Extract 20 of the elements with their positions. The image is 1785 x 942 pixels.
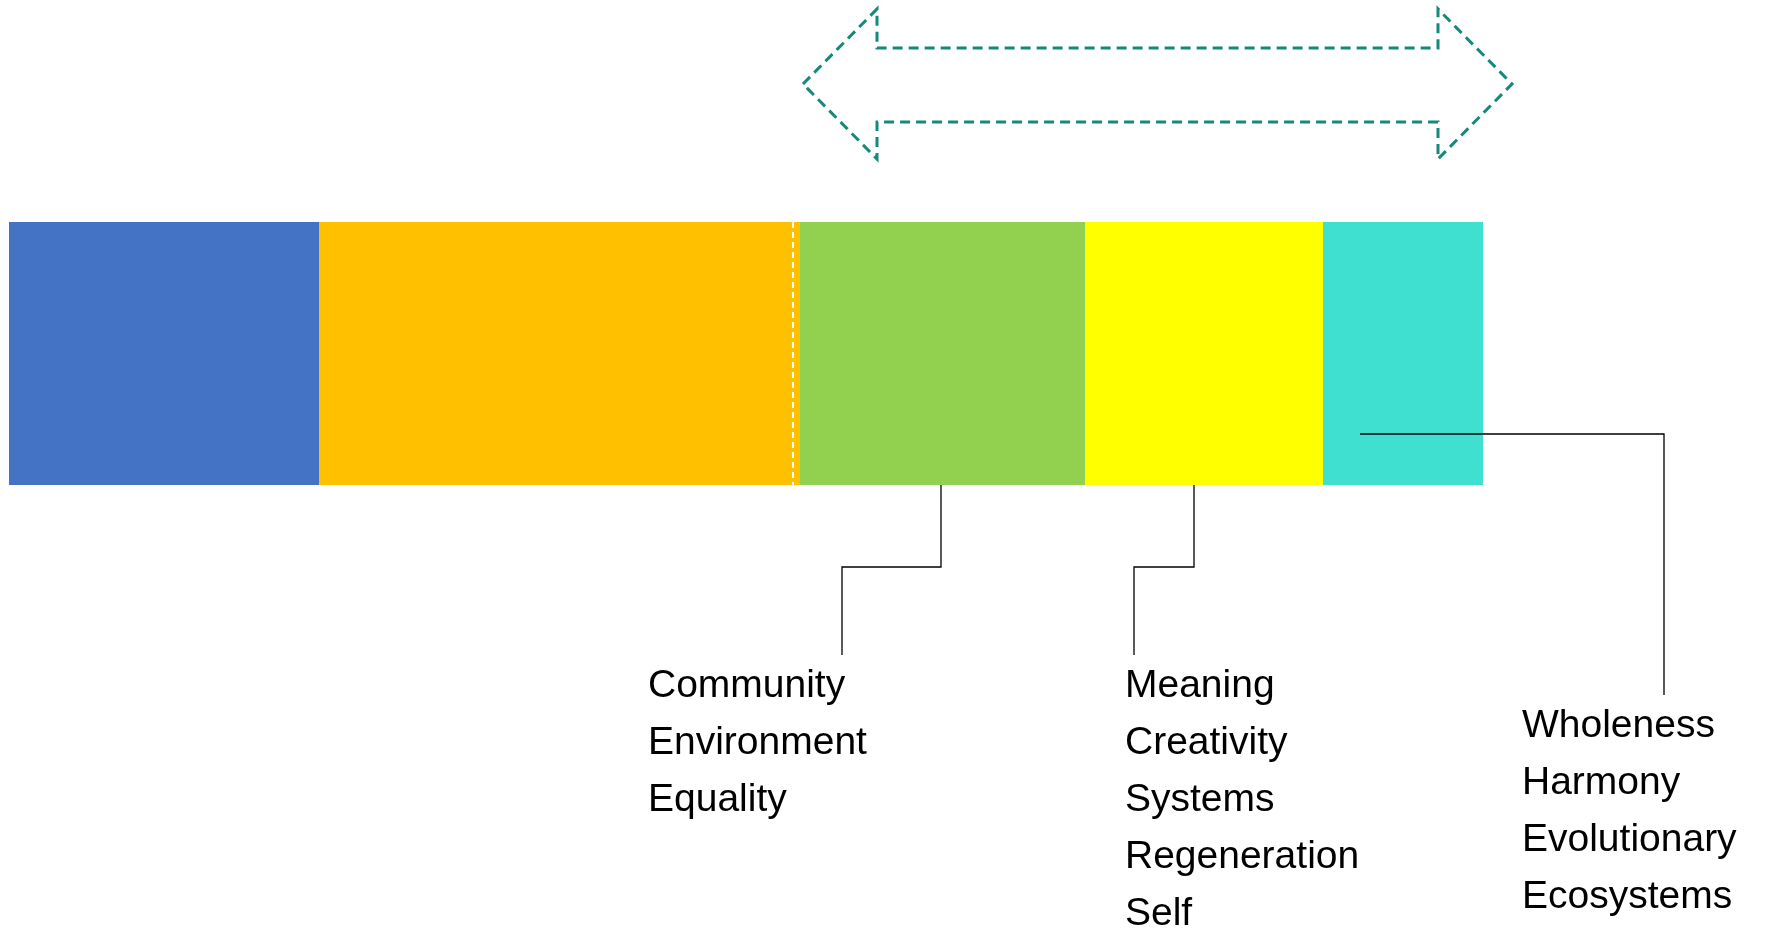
bar-segment [319,222,800,485]
list-item-text: Ecosystems [1522,872,1733,918]
list-item-text: Creativity [1125,718,1288,764]
list-item-text: Evolutionary [1522,815,1737,861]
list-item-text: Wholeness [1522,701,1715,747]
bar-segment [9,222,319,485]
bar-segment [1085,222,1323,485]
list-item-text: Meaning [1125,661,1275,707]
leader-line [1359,433,1665,696]
bar-segment [1323,222,1483,485]
list-item-text: Harmony [1522,758,1681,804]
list-item-text: Environment [648,718,867,764]
leader-line [1133,484,1195,656]
list-item-text: Regeneration [1125,832,1360,878]
bar-segment [800,222,1085,485]
list-item-text: Self [1125,889,1193,935]
list-item-text: Community [648,661,846,707]
leader-line [841,484,942,656]
list-item-text: Systems [1125,775,1275,821]
list-item-text: Equality [648,775,787,821]
